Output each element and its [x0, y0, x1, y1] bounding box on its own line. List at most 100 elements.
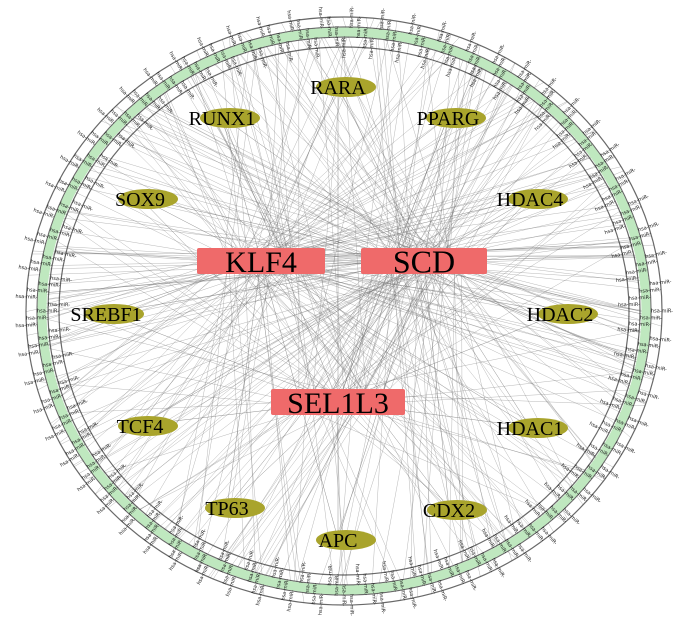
edge-line: [389, 257, 554, 533]
mirna-node-label: hsa-miR-: [629, 295, 651, 302]
edge-line: [105, 312, 339, 403]
mirna-node-label: hsa-miR-: [285, 10, 295, 33]
edge-line: [80, 267, 279, 436]
edge-line: [386, 268, 574, 500]
mirna-node-label: hsa-miR-: [28, 341, 51, 350]
edge-line: [196, 261, 399, 572]
edge-line: [312, 36, 345, 399]
edge-line: [428, 262, 610, 474]
edge-line: [97, 158, 395, 269]
mirna-node-label: hsa-miR-: [397, 578, 407, 601]
edge-line: [251, 68, 484, 259]
edge-line: [28, 254, 390, 347]
edge-line: [445, 61, 467, 266]
edge-line: [226, 260, 425, 508]
hub-node-scd: [361, 248, 487, 274]
edge-line: [60, 256, 440, 445]
mirna-node-label: hsa-miR-: [27, 287, 50, 295]
edge-line: [54, 265, 430, 405]
edge-line: [255, 261, 435, 594]
edge-line: [49, 267, 448, 392]
edge-line: [228, 47, 293, 268]
edge-line: [390, 267, 432, 594]
tf-node-cdx2: [427, 500, 487, 520]
edge-line: [437, 259, 606, 479]
edge-line: [254, 28, 316, 257]
edge-line: [89, 151, 429, 254]
edge-line: [286, 174, 601, 255]
edge-line: [450, 107, 574, 265]
edge-line: [129, 396, 362, 515]
tf-label-apc: APC: [319, 530, 358, 552]
edge-line: [251, 257, 442, 582]
edge-line: [452, 264, 592, 462]
mirna-node-label: hsa-miR-: [406, 556, 417, 579]
edge-line: [337, 401, 450, 510]
mirna-node-label: hsa-miR-: [38, 281, 61, 289]
edge-line: [101, 120, 444, 263]
edge-line: [425, 260, 507, 541]
edge-line: [270, 266, 648, 353]
tf-label-tp63: TP63: [205, 498, 248, 520]
mirna-node-label: hsa-miR-: [632, 367, 655, 378]
edge-line: [194, 74, 254, 266]
edge-line: [336, 407, 343, 586]
edge-line: [438, 55, 452, 261]
edge-line: [411, 263, 513, 561]
edge-line: [288, 21, 455, 256]
edge-line: [288, 33, 450, 259]
mirna-node-label: hsa-miR-: [616, 275, 639, 284]
edge-line: [300, 407, 546, 512]
edge-line: [130, 257, 443, 501]
edge-line: [221, 116, 262, 262]
mirna-ring-band: [25, 16, 663, 606]
edge-line: [46, 207, 415, 263]
edge-line: [397, 56, 480, 256]
mirna-node-label: hsa-miR-: [645, 250, 668, 260]
mirna-node-label: hsa-miR-: [378, 592, 387, 615]
edge-line: [117, 134, 390, 267]
mirna-node-label: hsa-miR-: [334, 574, 341, 596]
mirna-node-label: hsa-miR-: [369, 583, 377, 606]
edge-line: [139, 197, 339, 403]
mirna-node-label: hsa-miR-: [49, 327, 72, 335]
edge-line: [188, 398, 308, 545]
mirna-node-label: hsa-miR-: [38, 334, 61, 342]
edge-line: [51, 267, 225, 427]
tf-node-hdac1: [508, 418, 568, 438]
edge-line: [285, 130, 596, 255]
edge-line: [458, 88, 553, 268]
edge-line: [37, 268, 273, 391]
edge-line: [330, 17, 413, 256]
edge-line: [422, 264, 445, 586]
mirna-node-label: hsa-miR-: [626, 267, 649, 276]
mirna-node-label: hsa-miR-: [620, 372, 643, 383]
mirna-node-label: hsa-miR-: [649, 279, 672, 287]
edge-line: [375, 38, 391, 257]
mirna-ring-band: [36, 26, 652, 596]
edge-line: [139, 99, 457, 266]
edge-line: [361, 30, 440, 405]
mirna-node-label: hsa-miR-: [417, 35, 429, 58]
mirna-node-label: hsa-miR-: [18, 349, 41, 358]
edge-line: [403, 59, 488, 264]
edge-line: [281, 22, 402, 257]
edge-line: [195, 258, 229, 560]
mirna-node-label: hsa-miR-: [618, 302, 640, 309]
edge-line: [205, 57, 457, 269]
edge-line: [121, 399, 316, 522]
edge-line: [450, 89, 553, 258]
mirna-node-label: hsa-miR-: [629, 321, 651, 328]
edge-line: [459, 259, 639, 283]
edge-line: [169, 64, 286, 254]
mirna-node-label: hsa-miR-: [42, 359, 65, 369]
edge-line: [36, 255, 224, 307]
tf-label-srebf1: SREBF1: [70, 304, 141, 326]
tf-label-pparg: PPARG: [417, 108, 480, 130]
edge-line: [422, 259, 569, 520]
edge-line: [292, 20, 444, 261]
mirna-node-label: hsa-miR-: [620, 240, 643, 251]
edge-line: [201, 47, 390, 265]
edge-line: [363, 242, 631, 397]
edge-line: [28, 260, 255, 350]
